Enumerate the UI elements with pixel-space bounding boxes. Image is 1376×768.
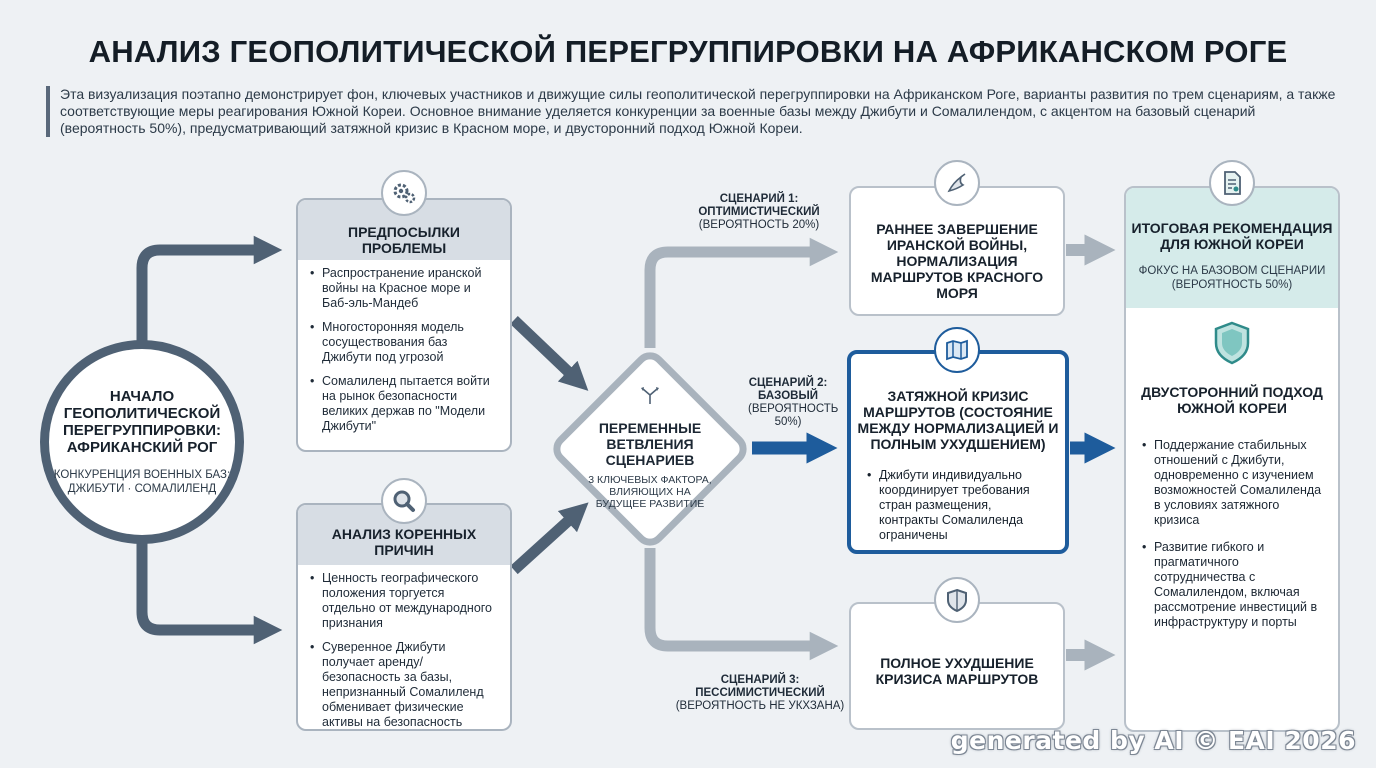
scenario-2-name: СЦЕНАРИЙ 2: xyxy=(748,377,828,389)
gears-icon xyxy=(381,170,427,216)
map-icon xyxy=(934,327,980,373)
recommendation-title: ИТОГОВАЯ РЕКОМЕНДАЦИЯ ДЛЯ ЮЖНОЙ КОРЕИ xyxy=(1131,220,1333,252)
scenario-1-label: СЦЕНАРИЙ 1: ОПТИМИСТИЧЕСКИЙ (ВЕРОЯТНОСТЬ… xyxy=(684,193,834,232)
scenario-2-label: СЦЕНАРИЙ 2: БАЗОВЫЙ (ВЕРОЯТНОСТЬ 50%) xyxy=(738,377,838,429)
arrow-premises-branch xyxy=(510,316,589,391)
scenario-3-label: СЦЕНАРИЙ 3: ПЕССИМИСТИЧЕСКИЙ (ВЕРОЯТНОСТ… xyxy=(672,674,848,713)
arrow-start-causes xyxy=(136,540,283,645)
list-item: Джибути индивидуально координирует требо… xyxy=(865,468,1053,543)
causes-box: АНАЛИЗ КОРЕННЫХ ПРИЧИН Ценность географи… xyxy=(296,503,512,731)
intro-text: Эта визуализация поэтапно демонстрирует … xyxy=(46,86,1336,137)
scenario-3-title: ПОЛНОЕ УХУДШЕНИЕ КРИЗИСА МАРШРУТОВ xyxy=(875,655,1039,687)
start-node: НАЧАЛО ГЕОПОЛИТИЧЕСКОЙ ПЕРЕГРУППИРОВКИ: … xyxy=(40,340,244,544)
list-item: Поддержание стабильных отношений с Джибу… xyxy=(1140,438,1326,528)
branch-title: ПЕРЕМЕННЫЕ ВЕТВЛЕНИЯ СЦЕНАРИЕВ xyxy=(598,420,702,468)
shield-check-icon xyxy=(1212,321,1252,370)
scenario-2-probability: (ВЕРОЯТНОСТЬ 50%) xyxy=(748,403,839,428)
scenario-3-name: СЦЕНАРИЙ 3: xyxy=(720,674,800,686)
shield-icon xyxy=(934,577,980,623)
recommendation-box: ИТОГОВАЯ РЕКОМЕНДАЦИЯ ДЛЯ ЮЖНОЙ КОРЕИ ФО… xyxy=(1124,186,1340,732)
scenario-1-probability: (ВЕРОЯТНОСТЬ 20%) xyxy=(698,219,820,231)
approach-title: ДВУСТОРОННИЙ ПОДХОД ЮЖНОЙ КОРЕИ xyxy=(1141,384,1323,416)
arrow-start-premises xyxy=(136,235,283,345)
recommendation-header: ИТОГОВАЯ РЕКОМЕНДАЦИЯ ДЛЯ ЮЖНОЙ КОРЕИ ФО… xyxy=(1126,188,1338,308)
scenario-1-type: ОПТИМИСТИЧЕСКИЙ xyxy=(698,206,820,218)
magnifier-icon xyxy=(381,478,427,524)
scenario-2-list: Джибути индивидуально координирует требо… xyxy=(851,452,1065,543)
scenario-3-probability: (ВЕРОЯТНОСТЬ НЕ УКХЗАНА) xyxy=(675,700,845,712)
arrow-branch-s3 xyxy=(644,548,839,661)
scenario-1-name: СЦЕНАРИЙ 1: xyxy=(719,193,799,205)
list-item: Распространение иранской войны на Красно… xyxy=(308,266,500,311)
list-item: Сомалиленд пытается войти на рынок безоп… xyxy=(308,374,500,434)
scenario-2-box: ЗАТЯЖНОЙ КРИЗИС МАРШРУТОВ (СОСТОЯНИЕ МЕЖ… xyxy=(847,350,1069,554)
scenario-3-type: ПЕССИМИСТИЧЕСКИЙ xyxy=(695,687,825,699)
scenario-2-title: ЗАТЯЖНОЙ КРИЗИС МАРШРУТОВ (СОСТОЯНИЕ МЕЖ… xyxy=(857,388,1059,452)
premises-list: Распространение иранской войны на Красно… xyxy=(298,260,510,434)
list-item: Ценность географического положения торгу… xyxy=(308,571,500,631)
branch-arrows-icon xyxy=(641,387,659,404)
start-title: НАЧАЛО ГЕОПОЛИТИЧЕСКОЙ ПЕРЕГРУППИРОВКИ: … xyxy=(62,388,222,456)
recommendation-subtitle: ФОКУС НА БАЗОВОМ СЦЕНАРИИ (ВЕРОЯТНОСТЬ 5… xyxy=(1138,265,1326,291)
watermark: generated by AI © EAI 2026 xyxy=(950,726,1356,755)
premises-box: ПРЕДПОСЫЛКИ ПРОБЛЕМЫ Распространение ира… xyxy=(296,198,512,452)
arrow-causes-branch xyxy=(510,502,589,575)
list-item: Многосторонняя модель сосуществования ба… xyxy=(308,320,500,365)
causes-list: Ценность географического положения торгу… xyxy=(298,565,510,729)
start-subtitle: КОНКУРЕНЦИЯ ВОЕННЫХ БАЗ: ДЖИБУТИ · СОМАЛ… xyxy=(53,469,231,495)
scenario-2-type: БАЗОВЫЙ xyxy=(758,390,818,402)
branch-node: ПЕРЕМЕННЫЕ ВЕТВЛЕНИЯ СЦЕНАРИЕВ 3 КЛЮЧЕВЫ… xyxy=(546,345,754,553)
document-icon xyxy=(1209,160,1255,206)
list-item: Развитие гибкого и прагматичного сотрудн… xyxy=(1140,540,1326,630)
page-title: АНАЛИЗ ГЕОПОЛИТИЧЕСКОЙ ПЕРЕГРУППИРОВКИ Н… xyxy=(88,34,1288,69)
scenario-1-title: РАННЕЕ ЗАВЕРШЕНИЕ ИРАНСКОЙ ВОЙНЫ, НОРМАЛ… xyxy=(870,221,1044,301)
recommendation-list: Поддержание стабильных отношений с Джибу… xyxy=(1126,416,1338,630)
dove-icon xyxy=(934,160,980,206)
list-item: Суверенное Джибути получает аренду/безоп… xyxy=(308,640,500,729)
branch-subtitle: 3 КЛЮЧЕВЫХ ФАКТОРА, ВЛИЯЮЩИХ НА БУДУЩЕЕ … xyxy=(588,474,712,510)
arrow-branch-s1 xyxy=(644,237,839,348)
